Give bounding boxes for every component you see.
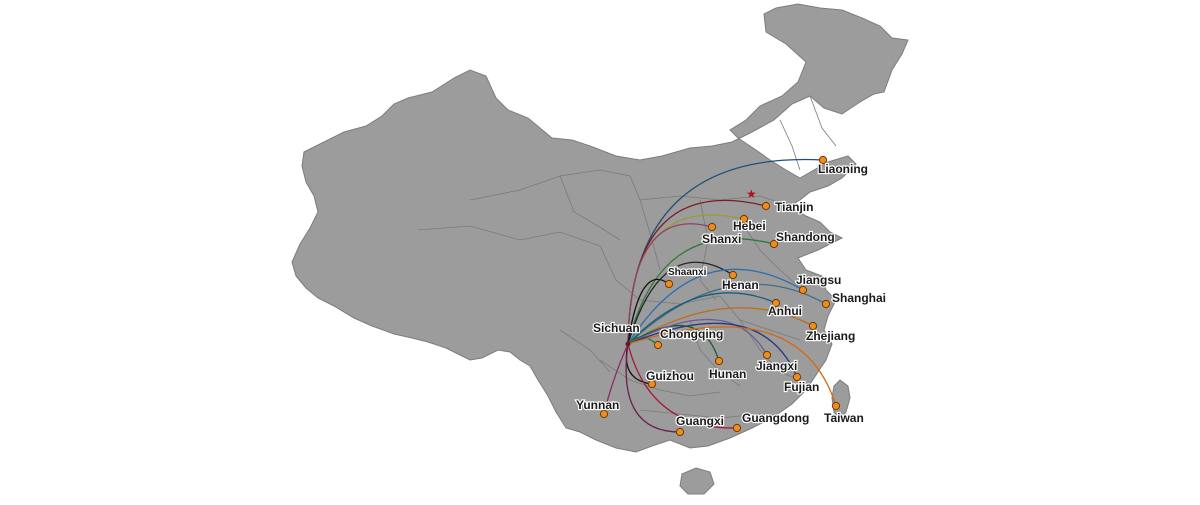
flow-line-anhui <box>627 292 777 345</box>
dot-shandong[interactable] <box>769 239 779 249</box>
label-shaanxi: Shaanxi <box>668 267 707 278</box>
flow-line-shanxi <box>627 223 713 345</box>
label-shandong: Shandong <box>776 230 835 244</box>
flow-line-taiwan <box>627 326 837 407</box>
label-jiangsu: Jiangsu <box>796 273 841 287</box>
province-dots <box>599 155 841 437</box>
flow-line-fujian <box>627 322 798 378</box>
dot-shaanxi[interactable] <box>664 279 674 289</box>
dot-yunnan[interactable] <box>599 409 609 419</box>
flow-line-henan <box>627 261 734 345</box>
flow-line-shandong <box>627 238 775 345</box>
dot-shanxi[interactable] <box>707 222 717 232</box>
label-anhui: Anhui <box>768 304 802 318</box>
label-zhejiang: Zhejiang <box>806 329 855 343</box>
dot-shanghai[interactable] <box>821 299 831 309</box>
label-hebei: Hebei <box>733 219 766 233</box>
dot-zhejiang[interactable] <box>808 321 818 331</box>
dot-guangdong[interactable] <box>732 423 742 433</box>
label-hunan: Hunan <box>709 367 746 381</box>
china-landmass <box>291 3 909 453</box>
flow-line-shaanxi <box>627 278 670 345</box>
star-icon: ★ <box>746 187 757 201</box>
label-chongqing: Chongqing <box>660 327 723 341</box>
label-shanghai: Shanghai <box>832 291 886 305</box>
label-fujian: Fujian <box>784 380 819 394</box>
label-taiwan: Taiwan <box>824 411 864 425</box>
label-jiangxi: Jiangxi <box>756 359 797 373</box>
label-guangxi: Guangxi <box>676 414 724 428</box>
label-guangdong: Guangdong <box>742 411 809 425</box>
dot-fujian[interactable] <box>792 372 802 382</box>
dot-origin-sichuan[interactable] <box>625 341 631 347</box>
label-henan: Henan <box>722 278 759 292</box>
flow-line-guangxi <box>625 343 681 433</box>
dot-chongqing[interactable] <box>653 340 663 350</box>
label-shanxi: Shanxi <box>702 232 741 246</box>
label-guizhou: Guizhou <box>646 369 694 383</box>
label-tianjin: Tianjin <box>775 200 813 214</box>
dot-guizhou[interactable] <box>647 379 657 389</box>
label-origin-sichuan: Sichuan <box>593 321 640 335</box>
flow-line-yunnan <box>603 343 629 415</box>
dot-liaoning[interactable] <box>818 155 828 165</box>
label-yunnan: Yunnan <box>576 398 619 412</box>
hainan-island <box>679 467 715 495</box>
dot-taiwan[interactable] <box>831 401 841 411</box>
dot-jiangxi[interactable] <box>762 350 772 360</box>
flow-line-zhejiang <box>627 307 814 345</box>
flow-line-jiangxi <box>627 318 768 356</box>
dot-hunan[interactable] <box>714 356 724 366</box>
flow-line-guangdong <box>627 343 738 429</box>
label-liaoning: Liaoning <box>818 162 868 176</box>
dot-henan[interactable] <box>728 270 738 280</box>
dot-hebei[interactable] <box>739 214 749 224</box>
dot-anhui[interactable] <box>771 298 781 308</box>
flow-line-jiangsu <box>627 268 804 345</box>
dot-jiangsu[interactable] <box>798 285 808 295</box>
dot-tianjin[interactable] <box>761 201 771 211</box>
dot-guangxi[interactable] <box>675 427 685 437</box>
